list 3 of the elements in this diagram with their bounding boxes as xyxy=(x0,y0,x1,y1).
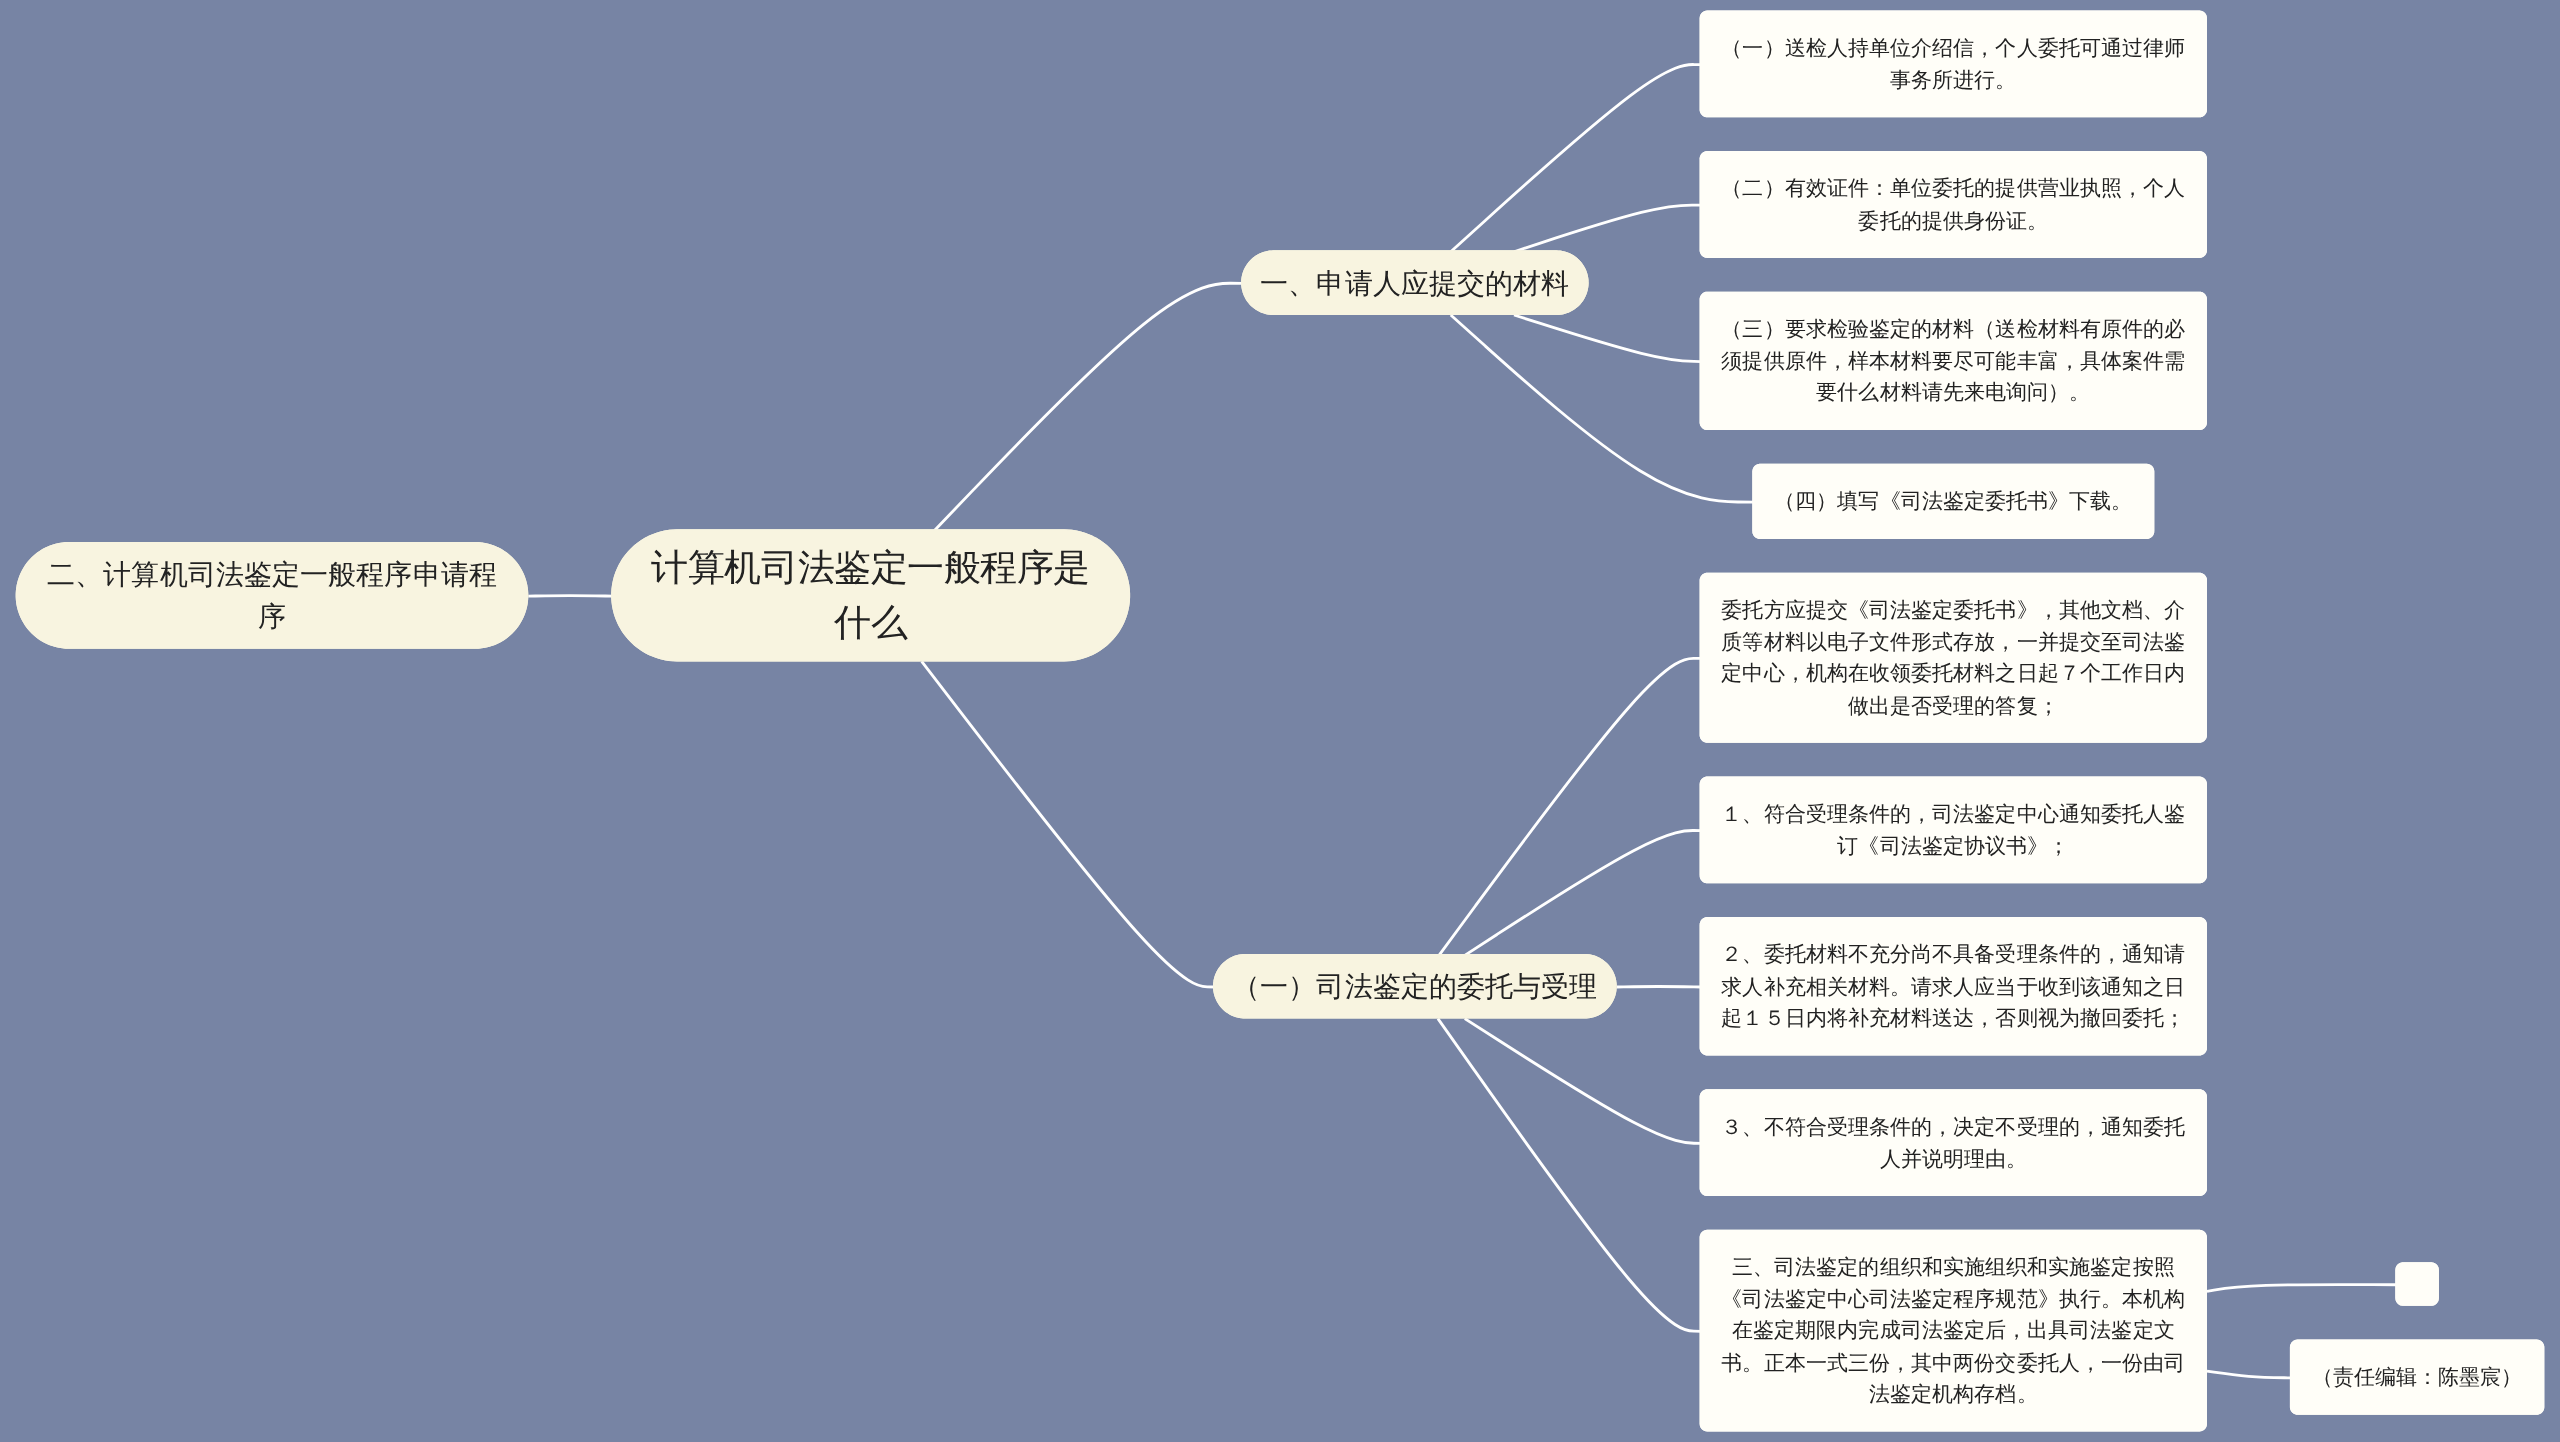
connector xyxy=(1449,313,1754,504)
connector xyxy=(920,660,1215,989)
connector xyxy=(2206,1283,2397,1293)
